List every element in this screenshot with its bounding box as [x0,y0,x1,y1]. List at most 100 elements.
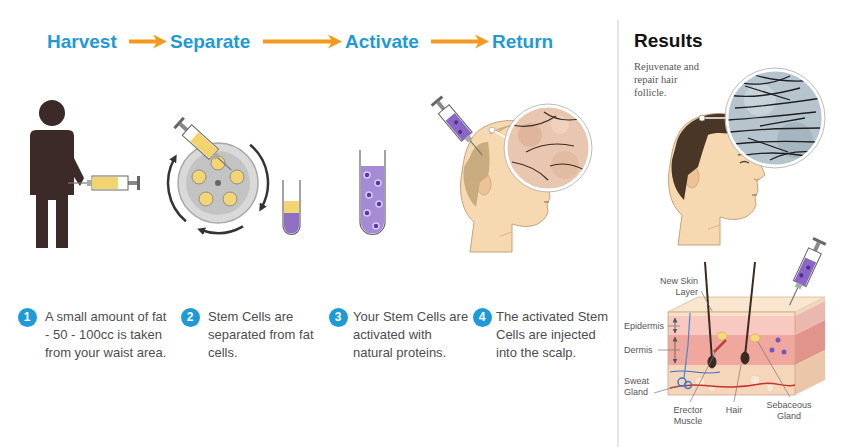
injected-cells [782,350,787,355]
test-tube [364,172,382,229]
skin-cross-section [670,383,795,388]
sebaceous-gland [750,334,760,342]
step-heading: Harvest [47,30,119,53]
illustration [173,117,236,176]
step-title: Separate [170,30,253,53]
magnifier-circle [748,138,788,152]
step-heading: Activate [345,30,421,53]
person-silhouette [66,150,84,186]
number-circle-shape [473,308,492,327]
step-description: The activated Stem Cells are injected in… [496,308,608,362]
magnifier-circle [512,112,588,180]
magnifier-circle [526,144,574,152]
illustration [431,96,488,160]
part-label: Epidermis [624,321,668,332]
magnifier-circle [699,68,825,168]
sebaceous-gland [717,332,760,342]
rotation-arrow [201,226,243,233]
callout-number: 3 [329,308,348,327]
test-tube [373,223,379,229]
part-label: Erector Muscle [664,405,712,427]
magnifier-circle [730,128,820,132]
test-tube [360,150,385,235]
part-label: Dermis [624,345,668,356]
step-description: A small amount of fat - 50 - 100cc is ta… [45,308,173,362]
callout-number: 2 [181,308,200,327]
test-tube [376,201,382,207]
hair-follicle [705,262,755,368]
centrifuge [192,170,206,184]
step-description: Your Stem Cells are activated with natur… [353,308,471,362]
magnifier-circle [725,68,825,168]
step-title: Return [492,30,556,53]
magnifier-circle [744,84,776,116]
magnifier-circle [500,100,600,200]
sweat-gland [678,313,692,389]
skin-cross-section [668,365,795,395]
part-label: New Skin Layer [640,276,698,298]
magnifier-circle [489,127,495,133]
callout-number: 4 [473,308,492,327]
centrifuge [199,192,213,206]
test-tube [361,166,384,234]
step-description: Stem Cells are separated from fat cells. [208,308,326,362]
injected-cells [776,338,781,343]
test-tube [360,150,385,235]
sweat-gland [684,313,690,378]
skin-cross-section [766,384,774,392]
magnifier-circle [725,68,825,168]
leader-line [668,326,680,327]
centrifuge [230,170,244,184]
leader-line [701,291,712,311]
illustration [783,237,826,308]
number-circle-shape [18,308,37,327]
centrifuge [223,192,237,206]
test-tube [364,210,370,216]
magnifier-circle [506,106,590,190]
test-tube [375,180,381,186]
skin-cross-section [750,375,760,385]
injected-cells [770,338,787,355]
hair-follicle [741,352,749,364]
skin-cross-section [668,316,795,335]
sebaceous-gland [717,332,727,340]
leader-line [654,291,790,402]
leader-line [734,365,741,402]
step-number: 4 [473,308,492,327]
magnifier-circle [702,117,727,119]
magnifier-circle [734,141,815,144]
centrifuge [215,180,221,186]
magnifier-circle [725,68,825,168]
step-heading: Separate [170,30,253,53]
leader-line [758,342,790,397]
number-circle-shape [181,308,200,327]
number-circle-shape [329,308,348,327]
magnifier-circle [740,153,806,156]
hair [464,142,490,207]
person-silhouette [39,100,65,126]
part-label: Sweat Gland [624,376,666,398]
magnifier-circle [728,74,822,160]
step-number: 1 [18,308,37,327]
step-title: Activate [345,30,421,53]
test-tube [283,180,300,235]
flow-arrow [129,40,160,44]
flow-arrow [263,40,335,44]
skin-cross-section [670,371,720,373]
step-number: 2 [181,308,200,327]
step-number: 3 [329,308,348,327]
magnifier-circle [504,104,592,192]
skin-cross-section [668,312,795,316]
panel-divider [617,20,619,447]
injected-cells [770,348,775,353]
illustration [68,176,140,190]
rotation-arrow [250,145,268,208]
magnifier-circle [699,115,705,121]
test-tube [283,180,300,235]
panel-heading: Results [634,29,744,52]
person-silhouette [30,100,84,248]
test-tube [284,201,299,213]
rotation-arrow [168,158,186,221]
